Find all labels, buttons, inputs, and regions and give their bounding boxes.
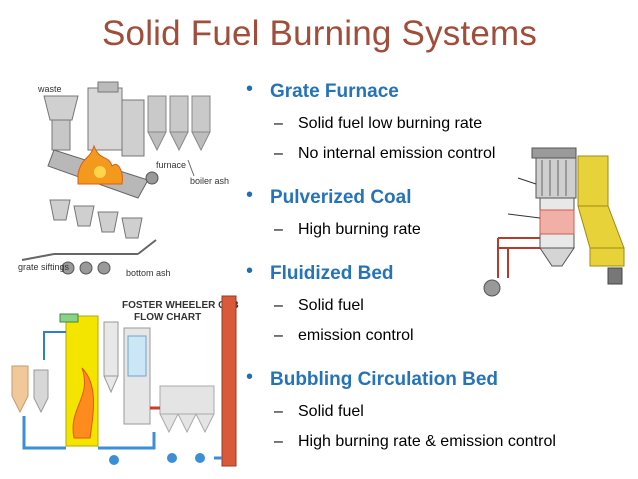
grate-furnace-diagram: waste furnace boiler ash grate siftings … (8, 80, 234, 290)
bullet-glyph: • (246, 260, 254, 282)
bullet-glyph: • (246, 184, 254, 206)
bullet-bubbling-circulation-bed: • Bubbling Circulation Bed (246, 366, 634, 400)
grate-label-grate-siftings: grate siftings (18, 262, 70, 272)
sub-bullet-text: Solid fuel (298, 297, 364, 314)
dash-glyph: – (274, 403, 283, 420)
cfb-title-line2: FLOW CHART (134, 312, 201, 323)
grate-label-furnace: furnace (156, 160, 186, 170)
grate-label-boiler-ash: boiler ash (190, 176, 229, 186)
bullet-label: Pulverized Coal (270, 187, 412, 208)
sub-bullet-text: emission control (298, 327, 414, 344)
cfb-title-line1: FOSTER WHEELER CFB (122, 300, 239, 311)
bullet-pulverized-coal: • Pulverized Coal (246, 184, 634, 218)
sub-bullet-text: Solid fuel (298, 403, 364, 420)
bullet-label: Bubbling Circulation Bed (270, 369, 498, 390)
dash-glyph: – (274, 145, 283, 162)
sub-bullet: – Solid fuel low burning rate (246, 112, 634, 142)
bullet-glyph: • (246, 366, 254, 388)
sub-bullet: – Solid fuel (246, 294, 634, 324)
pulverized-coal-boiler-diagram (478, 138, 634, 300)
sub-bullet: – Solid fuel (246, 400, 634, 430)
bullet-glyph: • (246, 78, 254, 100)
sub-bullet: – No internal emission control (246, 142, 634, 172)
bullet-label: Grate Furnace (270, 81, 399, 102)
dash-glyph: – (274, 115, 283, 132)
sub-bullet-text: No internal emission control (298, 145, 496, 162)
grate-label-waste: waste (37, 84, 62, 94)
sub-bullet-text: Solid fuel low burning rate (298, 115, 483, 132)
bullet-label: Fluidized Bed (270, 263, 394, 284)
bullet-grate-furnace: • Grate Furnace (246, 78, 634, 112)
sub-bullet-text: High burning rate & emission control (298, 433, 556, 450)
sub-bullet: – High burning rate (246, 218, 634, 248)
sub-bullet-text: High burning rate (298, 221, 421, 238)
slide-title: Solid Fuel Burning Systems (102, 14, 538, 53)
dash-glyph: – (274, 297, 283, 314)
bullet-fluidized-bed: • Fluidized Bed (246, 260, 634, 294)
dash-glyph: – (274, 327, 283, 344)
sub-bullet: – High burning rate & emission control (246, 430, 634, 460)
sub-bullet: – emission control (246, 324, 634, 354)
grate-label-bottom-ash: bottom ash (126, 268, 171, 278)
dash-glyph: – (274, 433, 283, 450)
dash-glyph: – (274, 221, 283, 238)
cfb-flow-chart-diagram: FOSTER WHEELER CFB FLOW CHART (4, 288, 242, 476)
bullet-list: • Grate Furnace – Solid fuel low burning… (246, 78, 634, 460)
